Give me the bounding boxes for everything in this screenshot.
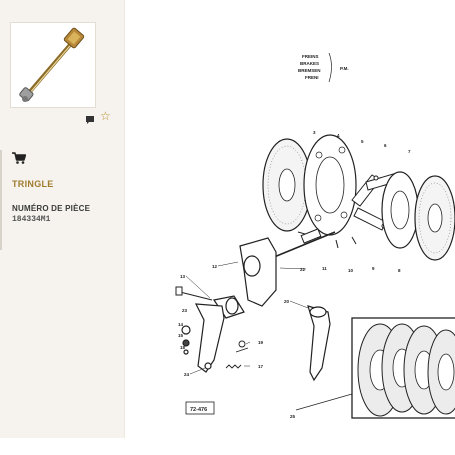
- star-outline-icon[interactable]: ☆: [100, 109, 111, 123]
- cart-icon[interactable]: [12, 151, 27, 169]
- callout: 3: [313, 130, 316, 135]
- housing: [213, 237, 277, 319]
- callout: 5: [361, 139, 364, 144]
- callout: 10: [348, 268, 354, 273]
- callout: 4: [337, 133, 340, 138]
- callout: 11: [322, 266, 327, 271]
- callout-leaders: [185, 261, 309, 375]
- comment-icon[interactable]: [85, 112, 95, 130]
- header-right: P.M.: [340, 66, 349, 71]
- callout: 22: [300, 267, 306, 272]
- callout: 23: [182, 308, 188, 313]
- callout: 8: [398, 268, 401, 273]
- header-word: BREMSEN: [298, 68, 321, 73]
- callout: 14: [178, 322, 184, 327]
- callout: 17: [258, 364, 264, 369]
- callout: 6: [384, 143, 387, 148]
- callout-numbers: 3 4 5 6 7 8 9 10 11 22 12 13 23 14 15 18…: [178, 130, 411, 419]
- header-word: BRAKES: [300, 61, 319, 66]
- spring: [225, 340, 249, 369]
- header-word: FREINS: [302, 54, 319, 59]
- part-sidebar: ☆ TRINGLE NUMÉRO DE PIÈCE 184334M1: [0, 0, 125, 438]
- part-number-label: NUMÉRO DE PIÈCE: [12, 204, 91, 213]
- header-word: FRENI: [305, 75, 319, 80]
- diagram-header: FREINS BRAKES BREMSEN FRENI P.M.: [298, 52, 349, 83]
- lever-right: [307, 305, 331, 382]
- callout: 19: [258, 340, 264, 345]
- callout: 9: [372, 266, 375, 271]
- ref-code: 72-476: [185, 401, 215, 415]
- part-thumbnail[interactable]: [10, 22, 96, 108]
- actuator-plate: [303, 134, 357, 236]
- callout: 18: [180, 345, 186, 350]
- callout: 20: [284, 299, 290, 304]
- brake-exploded-diagram: FREINS BRAKES BREMSEN FRENI P.M.: [175, 52, 455, 419]
- svg-text:72-476: 72-476: [190, 407, 207, 413]
- bolt: [175, 286, 213, 301]
- callout: 24: [184, 372, 190, 377]
- callout: 25: [290, 414, 296, 419]
- lever-left: [181, 303, 225, 373]
- callout: 13: [180, 274, 186, 279]
- callout: 7: [408, 149, 411, 154]
- scroll-edge: [0, 150, 2, 250]
- callout: 12: [212, 264, 218, 269]
- disc-inset-box: [351, 317, 455, 419]
- callout: 15: [178, 333, 184, 338]
- lining-disc-right: [414, 175, 455, 261]
- rod-image: [19, 27, 85, 102]
- part-number-value: 184334M1: [12, 215, 51, 224]
- right-plate: [381, 171, 419, 249]
- part-name: TRINGLE: [12, 179, 54, 189]
- leader-line: [295, 393, 353, 411]
